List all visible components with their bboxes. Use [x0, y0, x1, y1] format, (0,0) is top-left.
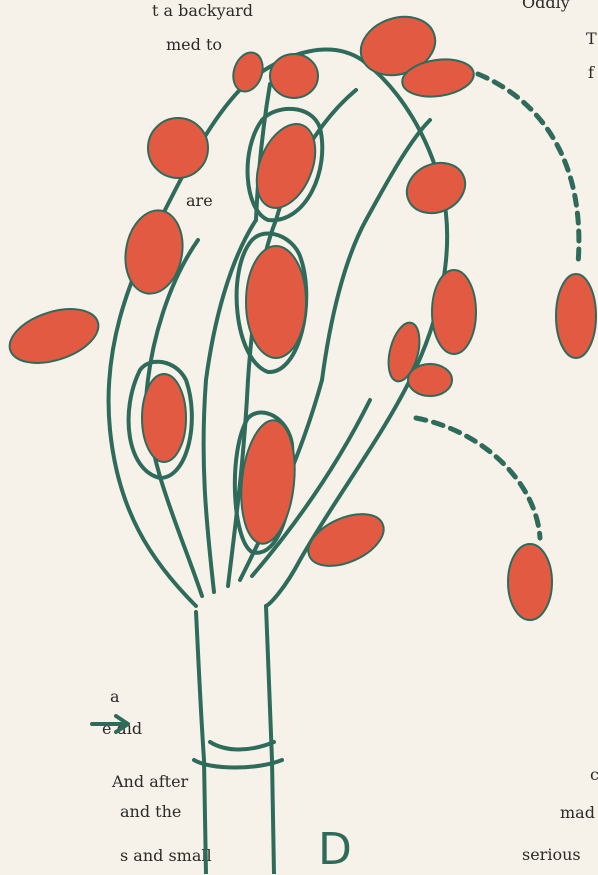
seed-left-capsule — [142, 374, 186, 462]
seed-far-left — [3, 299, 105, 373]
seed-lower-right — [301, 504, 392, 577]
seed-right-mid — [432, 270, 476, 354]
stem-ring-2 — [210, 742, 274, 750]
stem — [196, 612, 206, 874]
seed-left-upper — [148, 118, 208, 178]
seed-right-lower — [408, 364, 452, 396]
figure-label: D — [318, 828, 352, 872]
seed-falling-upper — [556, 274, 596, 358]
seed-top-left-2 — [270, 54, 318, 98]
stem-ring — [194, 760, 282, 768]
seed-trail-upper — [478, 74, 579, 264]
seed-trail-lower — [416, 418, 540, 538]
stem-right-edge — [266, 606, 274, 874]
seed-top-left-small — [229, 49, 268, 96]
seed-falling-lower — [508, 544, 552, 620]
seed-center — [246, 246, 306, 358]
seed-right-upper — [399, 154, 473, 222]
